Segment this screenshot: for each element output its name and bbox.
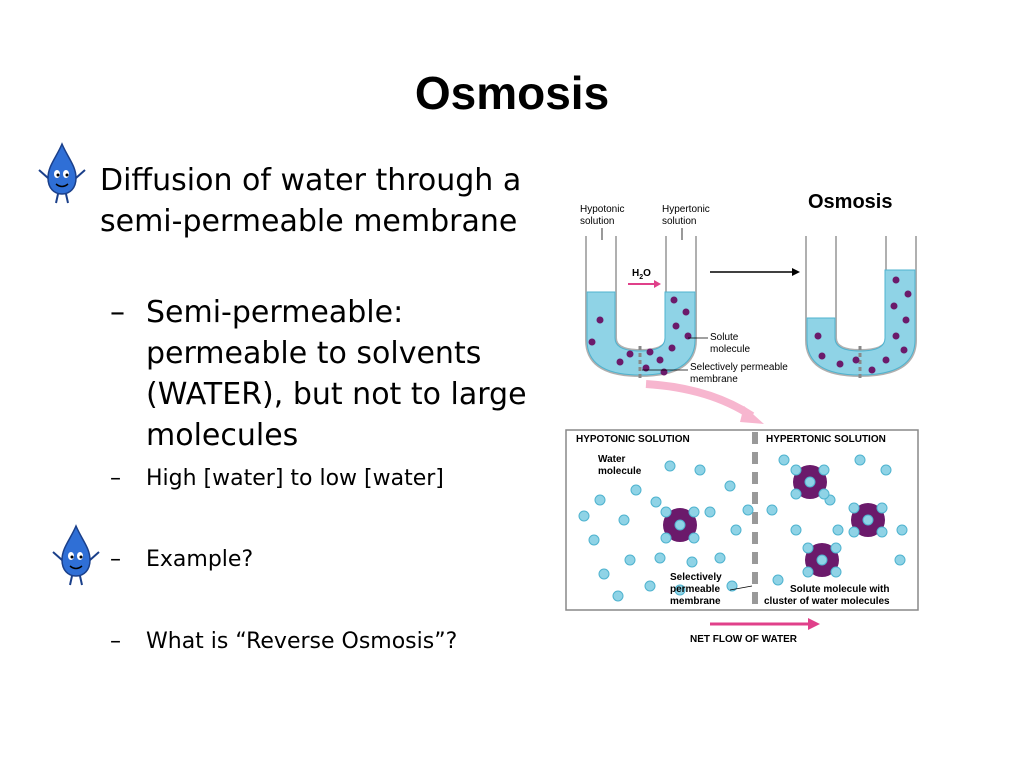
sub-bullet: – Example? <box>110 545 540 575</box>
water-drop-mascot-icon <box>38 142 86 204</box>
solute-label-line: molecule <box>710 344 750 355</box>
water-molecule-label-line: Water <box>598 454 626 465</box>
main-bullet: Diffusion of water through a semi-permea… <box>100 163 522 239</box>
panel-left-header: HYPOTONIC SOLUTION <box>576 434 690 445</box>
panel-membrane-label-line: Selectively <box>670 572 722 583</box>
hypotonic-label: Hypotonic solution <box>580 204 627 227</box>
water-molecules <box>578 454 908 602</box>
pink-curved-arrow-icon <box>645 380 764 424</box>
hypotonic-label-line: solution <box>580 216 614 227</box>
membrane-label: Selectively permeable membrane <box>690 362 791 385</box>
bullet-dash: – <box>110 295 125 330</box>
osmosis-u-tube-diagram: Osmosis Hypotonic solution Hypertonic so… <box>580 191 917 385</box>
water-label-part: 2 <box>639 274 643 281</box>
molecular-osmosis-diagram: HYPOTONIC SOLUTION HYPERTONIC SOLUTION W… <box>565 429 919 645</box>
hypertonic-label-line: solution <box>662 216 696 227</box>
panel-membrane-label-line: membrane <box>670 596 721 607</box>
solute-label: Solute molecule <box>710 332 750 355</box>
solute-label-line: Solute <box>710 332 739 343</box>
membrane-label-line: Selectively permeable <box>690 362 788 373</box>
hypertonic-label-line: Hypertonic <box>662 204 710 215</box>
sub-bullet: – Semi-permeable: permeable to solvents … <box>110 292 540 456</box>
slide-title: Osmosis <box>414 67 610 119</box>
panel-membrane-label: Selectively permeable membrane <box>670 572 725 607</box>
hypertonic-label: Hypertonic solution <box>662 204 713 227</box>
water-drop-mascot-icon <box>52 524 100 586</box>
sub-bullet-text: Semi-permeable: permeable to solvents (W… <box>146 295 527 453</box>
hypotonic-label-line: Hypotonic <box>580 204 624 215</box>
water-label-part: O <box>643 268 651 279</box>
water-label-part: H <box>632 268 639 279</box>
bullet-dash: – <box>110 547 121 572</box>
net-flow-label: NET FLOW OF WATER <box>690 634 798 645</box>
sub-bullet-text: High [water] to low [water] <box>146 466 444 491</box>
water-molecule-label-line: molecule <box>598 466 642 477</box>
solute-particles <box>814 276 912 374</box>
sub-bullet-text: What is “Reverse Osmosis”? <box>146 629 458 654</box>
panel-right-header: HYPERTONIC SOLUTION <box>766 434 886 445</box>
cluster-label: Solute molecule with cluster of water mo… <box>764 584 892 607</box>
solute-clusters <box>660 464 888 578</box>
cluster-label-line: cluster of water molecules <box>764 596 890 607</box>
sub-bullet-text: Example? <box>146 547 254 572</box>
bullet-dash: – <box>110 466 121 491</box>
sub-bullet: – What is “Reverse Osmosis”? <box>110 627 540 657</box>
solute-particles <box>588 296 692 376</box>
cluster-label-line: Solute molecule with <box>790 584 889 595</box>
water-molecule-label: Water molecule <box>598 454 642 477</box>
membrane-label-line: membrane <box>690 374 738 385</box>
panel-membrane-label-line: permeable <box>670 584 720 595</box>
bullet-dash: – <box>110 629 121 654</box>
water-label: H2O <box>632 268 651 281</box>
figure-title: Osmosis <box>808 191 892 213</box>
sub-bullet: – High [water] to low [water] <box>110 464 540 494</box>
